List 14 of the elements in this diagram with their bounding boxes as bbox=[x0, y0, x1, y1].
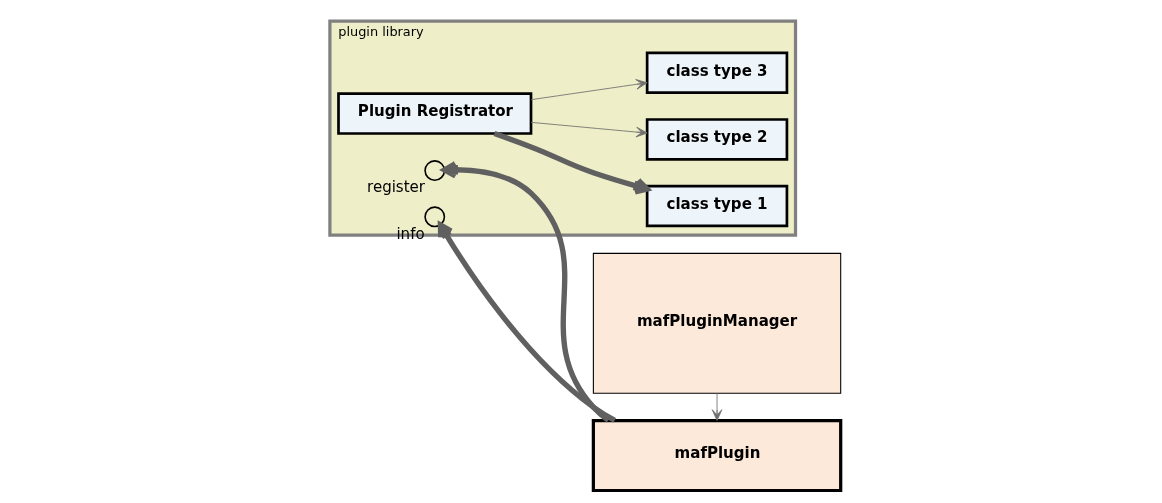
node-circle bbox=[424, 206, 446, 228]
arrow bbox=[441, 161, 610, 423]
arrow bbox=[711, 393, 723, 421]
node-box: class type 3 bbox=[645, 51, 789, 94]
node-circle bbox=[424, 160, 446, 182]
node-box: mafPluginManager bbox=[592, 252, 842, 394]
arrow bbox=[530, 79, 648, 101]
node-box: class type 1 bbox=[645, 184, 789, 228]
node-box: Plugin Registrator bbox=[337, 92, 533, 135]
node-box: class type 2 bbox=[645, 118, 789, 161]
arrow bbox=[530, 121, 648, 138]
node-label: register bbox=[367, 178, 426, 197]
arrow bbox=[437, 222, 617, 423]
node-box: mafPlugin bbox=[591, 419, 843, 493]
